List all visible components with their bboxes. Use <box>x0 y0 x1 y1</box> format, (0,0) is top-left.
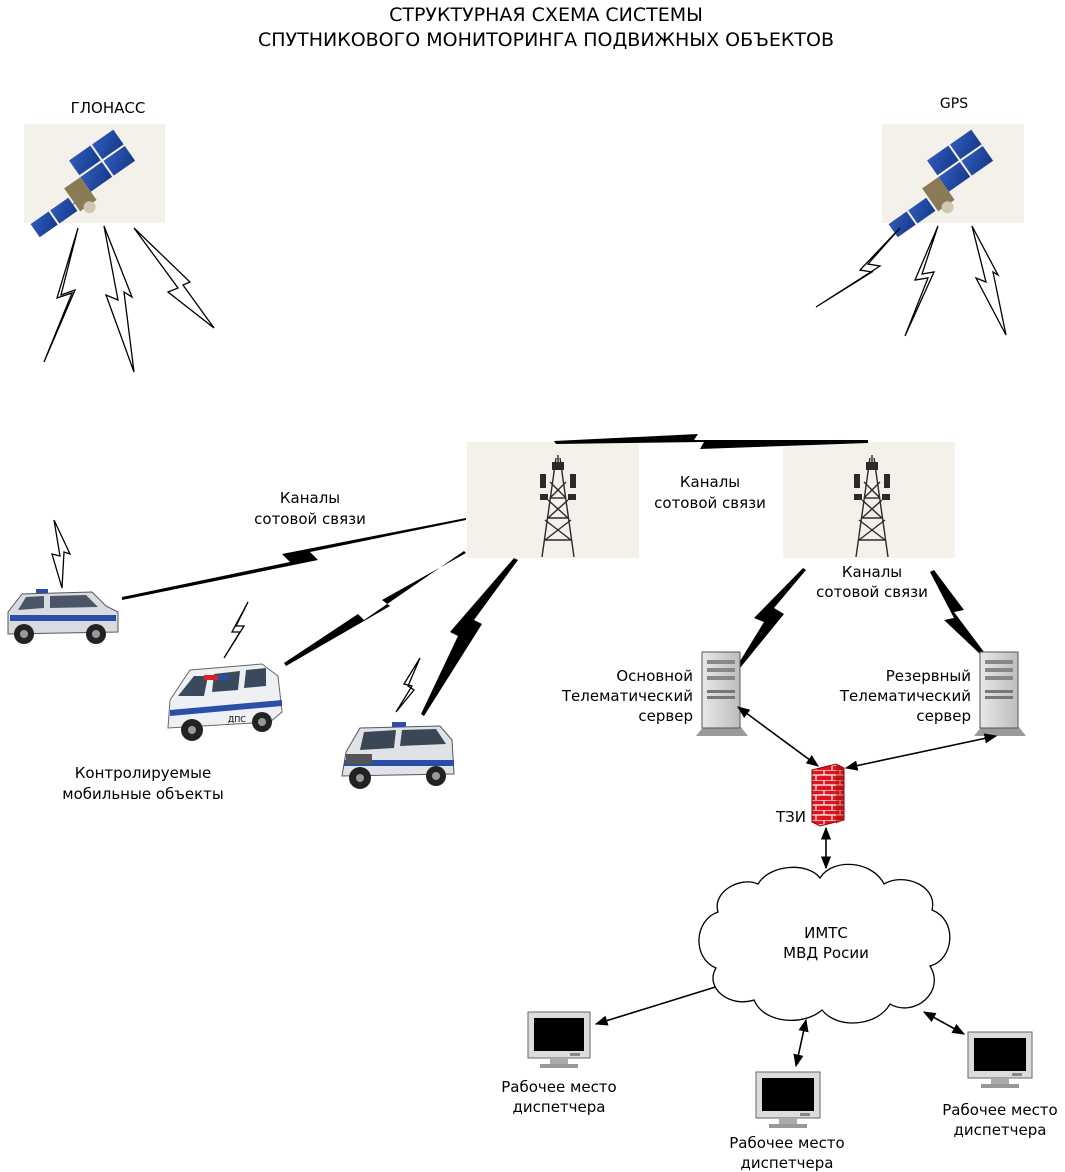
workstation-right-label-1: Рабочее место <box>942 1101 1057 1119</box>
main-server-firewall-arrow <box>736 706 820 767</box>
tower-to-tower-link <box>554 434 868 449</box>
network-ws-center-arrow <box>793 1018 809 1068</box>
network-label-1: ИМТС <box>804 924 848 942</box>
mobile-objects-label-2: мобильные объекты <box>62 785 223 803</box>
signal-bolt <box>395 657 421 713</box>
channel-label-middle-2: сотовой связи <box>654 494 766 512</box>
glonass-label: ГЛОНАСС <box>71 99 146 117</box>
workstation-center-label-1: Рабочее место <box>729 1134 844 1152</box>
diagram-title-line2: СПУТНИКОВОГО МОНИТОРИНГА ПОДВИЖНЫХ ОБЪЕК… <box>258 29 834 51</box>
gps-satellite-icon <box>882 124 1024 238</box>
police-van-icon: ДПС <box>167 663 283 741</box>
signal-bolt <box>815 227 901 308</box>
channel-label-right-2: сотовой связи <box>816 583 928 601</box>
main-server-label-2: Телематический <box>561 687 693 705</box>
network-cloud-icon <box>698 863 951 1024</box>
police-uaz-icon <box>341 722 455 789</box>
reserve-server-icon <box>974 651 1026 736</box>
signal-bolt <box>43 227 79 363</box>
reserve-server-label-3: сервер <box>916 707 971 725</box>
cell-tower-left-icon <box>467 442 639 558</box>
tower-to-van-link <box>284 551 466 666</box>
firewall-label: ТЗИ <box>775 808 806 826</box>
connection-arrows <box>594 706 998 1068</box>
police-suv-icon <box>7 589 119 644</box>
mobile-objects-label-1: Контролируемые <box>75 764 211 782</box>
signal-bolt <box>223 601 249 659</box>
gps-signals <box>815 225 1007 337</box>
network-ws-left-arrow <box>594 978 740 1026</box>
glonass-signals <box>43 225 215 373</box>
main-server-label-3: сервер <box>638 707 693 725</box>
tower-to-main-server-link <box>737 568 806 668</box>
main-server-label-1: Основной <box>616 667 693 685</box>
tower-to-reserve-server-link <box>930 570 984 654</box>
diagram-title-line1: СТРУКТУРНАЯ СХЕМА СИСТЕМЫ <box>389 4 703 26</box>
tower-to-uaz-link <box>421 558 518 716</box>
signal-bolt <box>133 227 215 329</box>
channel-label-right-1: Каналы <box>842 563 902 581</box>
channel-label-middle-1: Каналы <box>680 473 740 491</box>
reserve-server-label-1: Резервный <box>886 667 971 685</box>
gps-label: GPS <box>940 96 968 112</box>
workstation-left-label-1: Рабочее место <box>501 1078 616 1096</box>
vehicle-signals <box>51 519 421 713</box>
van-badge-text: ДПС <box>228 715 246 724</box>
firewall-icon <box>811 763 845 827</box>
workstation-right-label-2: диспетчера <box>954 1121 1047 1139</box>
main-server-icon <box>696 651 748 736</box>
cellular-links <box>122 434 984 716</box>
signal-bolt <box>904 225 939 337</box>
reserve-server-label-2: Телематический <box>839 687 971 705</box>
signal-bolt <box>51 519 72 589</box>
network-ws-right-arrow <box>922 1011 966 1035</box>
channel-label-left-1: Каналы <box>280 489 340 507</box>
workstation-center-monitor-icon <box>755 1071 821 1128</box>
cell-tower-right-icon <box>783 442 955 558</box>
reserve-server-firewall-arrow <box>844 733 998 771</box>
workstation-center-label-2: диспетчера <box>741 1154 834 1172</box>
tower-to-suv-link <box>122 518 466 600</box>
signal-bolt <box>971 225 1007 336</box>
glonass-satellite-icon <box>24 124 165 238</box>
network-label-2: МВД Росии <box>783 944 869 962</box>
channel-label-left-2: сотовой связи <box>254 510 366 528</box>
signal-bolt <box>103 225 135 373</box>
workstation-left-label-2: диспетчера <box>513 1098 606 1116</box>
workstation-left-monitor-icon <box>527 1011 591 1068</box>
workstation-right-monitor-icon <box>967 1031 1033 1088</box>
